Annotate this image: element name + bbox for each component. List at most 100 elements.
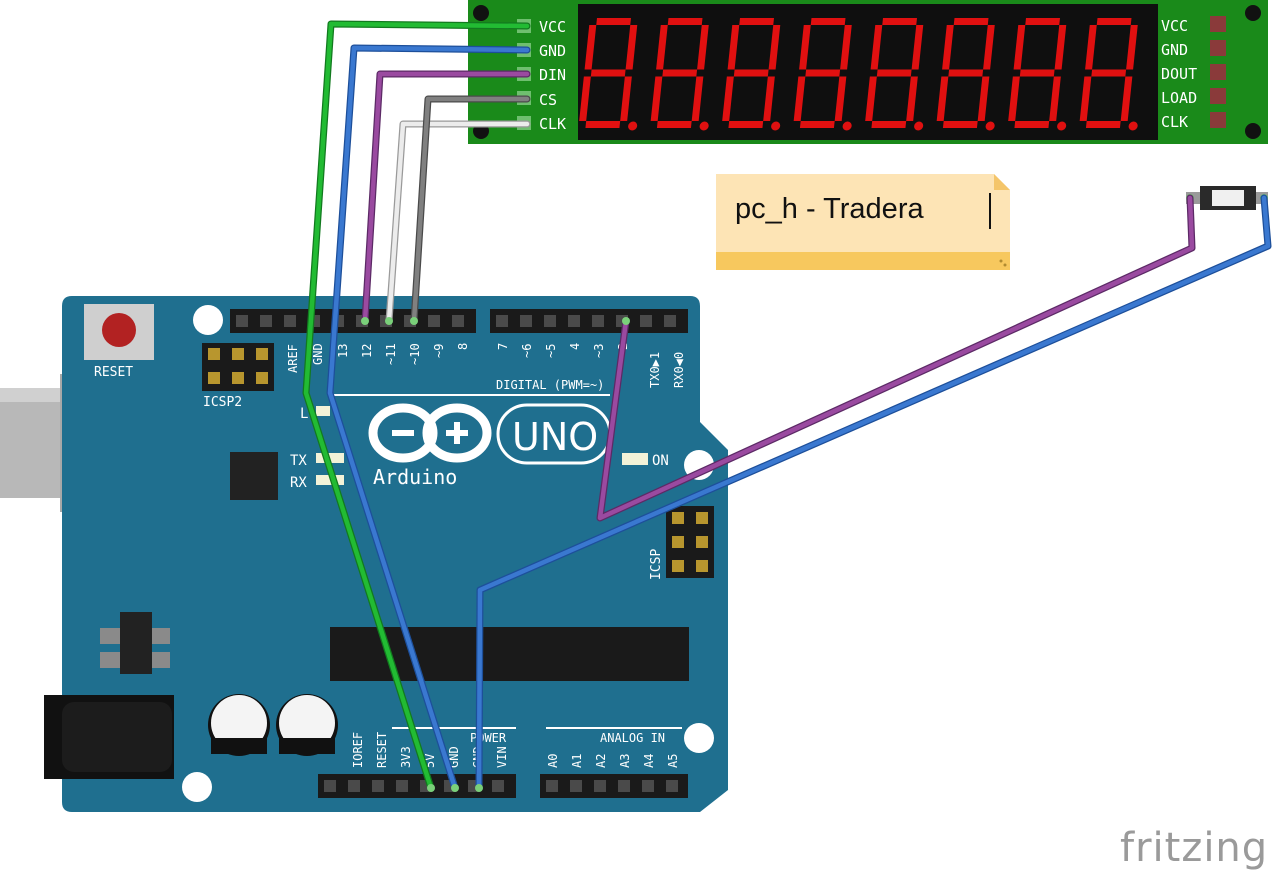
digital-header-left <box>230 309 476 333</box>
digit-segment <box>1091 69 1127 77</box>
power-label: POWER <box>470 731 507 745</box>
digit-segment <box>882 18 917 25</box>
analog-label: ANALOG IN <box>600 731 665 745</box>
digit-segment <box>650 76 663 121</box>
digit-segment <box>728 121 764 128</box>
analog-header <box>540 774 688 798</box>
wires <box>302 20 1272 792</box>
digit-segment <box>697 25 709 70</box>
power-header <box>318 774 516 798</box>
svg-text:A5: A5 <box>666 754 680 768</box>
svg-text:IOREF: IOREF <box>351 732 365 768</box>
svg-text:VCC: VCC <box>1161 17 1188 35</box>
svg-text:A1: A1 <box>570 754 584 768</box>
decimal-point <box>1057 121 1067 131</box>
digit-segment <box>1013 25 1026 70</box>
digit-segment <box>579 76 591 121</box>
arduino-brand: Arduino <box>373 465 457 489</box>
digit-segment <box>1126 25 1138 70</box>
decimal-point <box>842 121 852 131</box>
icsp-header <box>666 506 714 578</box>
led-l <box>316 406 330 416</box>
svg-text:13: 13 <box>336 344 350 358</box>
svg-text:VCC: VCC <box>539 18 566 36</box>
digit-segment <box>942 25 954 70</box>
seven-segment-digits <box>579 18 1138 131</box>
wire-clk-11 <box>385 120 531 325</box>
svg-text:RESET: RESET <box>375 732 389 768</box>
svg-text:~9: ~9 <box>432 344 446 358</box>
arduino-uno-board: RESET ICSP2 ICSP L TX RX ON <box>0 296 728 812</box>
digit <box>650 18 709 131</box>
digit-segment <box>793 76 806 121</box>
digit-segment <box>763 76 775 121</box>
decimal-point <box>771 121 781 131</box>
icsp-label: ICSP <box>649 549 664 580</box>
digit-segment <box>1079 76 1092 121</box>
icsp2-header <box>202 343 274 391</box>
svg-text:~5: ~5 <box>544 344 558 358</box>
svg-text:GND: GND <box>539 42 566 60</box>
svg-text:~3: ~3 <box>592 344 606 358</box>
digit-segment <box>1120 76 1133 121</box>
digit-segment <box>1008 76 1020 121</box>
digit-segment <box>620 76 632 121</box>
voltage-regulator <box>120 612 152 674</box>
digit-segment <box>983 25 995 70</box>
digit-segment <box>1096 18 1132 25</box>
svg-text:DIN: DIN <box>539 66 566 84</box>
digit-segment <box>948 69 984 77</box>
digit-segment <box>977 76 990 121</box>
mount-hole <box>684 723 714 753</box>
decimal-point <box>628 121 638 131</box>
digit-segment <box>584 25 597 70</box>
digit-segment <box>1085 25 1097 70</box>
svg-text:12: 12 <box>360 344 374 358</box>
svg-text:8: 8 <box>456 343 470 350</box>
svg-text:7: 7 <box>496 343 510 350</box>
digit-segment <box>656 25 668 70</box>
digit <box>865 18 924 131</box>
digit-segment <box>799 25 811 70</box>
digit-segment <box>936 76 949 121</box>
arduino-infinity-logo <box>368 403 492 463</box>
digit-segment <box>876 69 912 77</box>
digit <box>1008 18 1067 131</box>
digit-segment <box>840 25 852 70</box>
note-text: pc_h - Tradera <box>735 193 924 225</box>
digit-segment <box>590 69 626 77</box>
svg-text:A4: A4 <box>642 754 656 768</box>
digital-pin-labels: AREF GND 13 12 ~11 ~10 ~9 8 7 ~6 ~5 4 ~3… <box>286 343 686 388</box>
digit-segment <box>870 25 883 70</box>
digit-segment <box>1025 18 1060 25</box>
led-rx <box>316 475 330 485</box>
digit-segment <box>865 76 877 121</box>
icsp2-label: ICSP2 <box>203 395 242 410</box>
svg-text:VIN: VIN <box>495 746 509 768</box>
svg-text:3V3: 3V3 <box>399 746 413 768</box>
usb-chip <box>230 452 278 500</box>
on-label: ON <box>652 453 669 469</box>
led-on <box>622 453 648 465</box>
digit-segment <box>596 18 631 25</box>
svg-text:GND: GND <box>311 343 325 365</box>
svg-text:~10: ~10 <box>408 343 422 365</box>
svg-text:~11: ~11 <box>384 343 398 365</box>
analog-pin-labels: A0 A1 A2 A3 A4 A5 <box>546 754 680 768</box>
digit-segment <box>810 18 846 25</box>
svg-text:LOAD: LOAD <box>1161 89 1197 107</box>
uno-logo: UNO <box>496 403 612 465</box>
digit-segment <box>799 121 835 128</box>
reset-button[interactable] <box>84 304 154 360</box>
digit-segment <box>911 25 924 70</box>
digit-segment <box>871 121 907 128</box>
digit-segment <box>656 121 692 128</box>
digit-segment <box>625 25 638 70</box>
display-module: VCC GND DIN CS CLK VCC GND DOUT LOAD CLK <box>468 0 1268 144</box>
svg-text:A0: A0 <box>546 754 560 768</box>
digit-segment <box>1014 121 1050 128</box>
digit-segment <box>1085 121 1121 128</box>
fritzing-watermark: fritzing <box>1120 825 1269 871</box>
digit <box>793 18 852 131</box>
